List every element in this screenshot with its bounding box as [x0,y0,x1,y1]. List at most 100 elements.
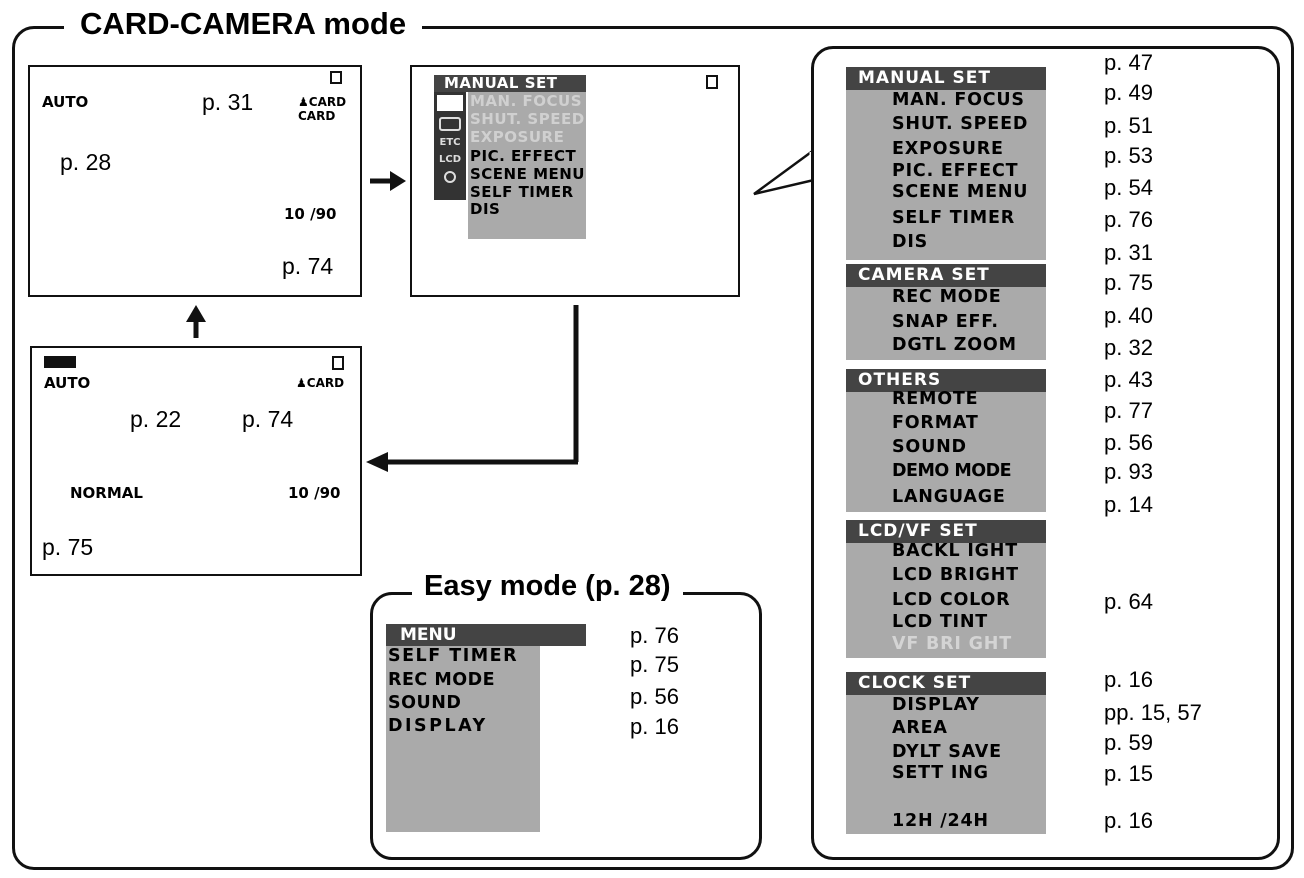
page-ref: p. 56 [1104,430,1153,455]
page-ref: p. 49 [1104,80,1153,105]
menu-item: DISPLAY [892,695,980,715]
menu-header-manual-set: MANUAL SET [846,67,1046,90]
frame-counter: 10 /90 [288,484,341,502]
page-ref: p. 53 [1104,143,1153,168]
menu-item: EXPOSURE [892,139,1004,159]
menu-item: SELF TIMER [892,208,1016,228]
easy-menu-bg [386,646,540,832]
menu-item: 12H /24H [892,811,989,831]
manual-set-bg [846,90,1046,260]
quality-label: NORMAL [70,484,143,502]
screen-manual-set-menu: MANUAL SET ETC LCD MAN. FOCUS SHUT. SPEE… [410,65,740,297]
easy-menu-header: MENU [386,624,586,646]
page-ref: p. 28 [60,149,112,175]
page-ref: p. 31 [1104,240,1153,265]
page-ref: p. 59 [1104,730,1153,755]
menu-item: SELF TIMER [388,646,519,666]
page-ref: p. 54 [1104,175,1153,200]
battery-icon [44,356,76,368]
menu-item: DIS [470,200,501,218]
lcd-icon: LCD [438,154,461,165]
diagram-title: CARD-CAMERA mode [64,6,423,42]
easy-mode-title: Easy mode (p. 28) [412,570,683,603]
menu-tab-column: ETC LCD [434,92,466,200]
lcd-vf-bg [846,542,1046,658]
screen-card-camera: AUTO p. 31 ♟CARD CARD p. 28 10 /90 p. 74 [28,65,362,297]
menu-item: SOUND [892,437,967,457]
page-ref: p. 75 [42,534,94,560]
clock-set-bg [846,694,1046,834]
menu-item: SETT ING [892,763,989,783]
page-ref: p. 76 [630,623,679,648]
screen-card-status: AUTO p. 22 ♟CARD p. 74 NORMAL 10 /90 p. … [30,346,362,576]
page-ref: p. 14 [1104,492,1153,517]
menu-header-camera-set: CAMERA SET [846,264,1046,287]
page-ref: p. 51 [1104,113,1153,138]
card-indicator: ♟CARD CARD [298,95,347,123]
menu-item: VF BRI GHT [892,634,1012,654]
menu-item: REC MODE [388,670,496,690]
camera-icon [437,95,463,111]
page-ref: p. 75 [630,652,679,677]
frame-counter: 10 /90 [284,205,337,223]
page-ref: pp. 15, 57 [1104,700,1202,725]
card-icon [706,75,718,89]
menu-item: SHUT. SPEED [892,114,1029,134]
menu-item: LCD BRIGHT [892,565,1019,585]
menu-item: LCD COLOR [892,590,1011,610]
menu-item: DGTL ZOOM [892,335,1017,355]
page-ref: p. 43 [1104,367,1153,392]
menu-item: SHUT. SPEED [470,110,585,128]
menu-item: SNAP EFF. [892,312,999,332]
camera-set-icon [439,117,461,131]
page-ref: p. 77 [1104,398,1153,423]
page-ref: p. 76 [1104,207,1153,232]
person-icon: ♟ [298,95,309,109]
page-ref: p. 74 [282,253,334,279]
page-ref: p. 74 [242,406,294,432]
clock-icon [444,171,456,183]
menu-header: MANUAL SET [434,75,586,92]
auto-label: AUTO [42,93,89,111]
menu-header-others: OTHERS [846,369,1046,392]
menu-item: DEMO MODE [892,461,1012,481]
page-ref: p. 16 [1104,808,1153,833]
page-ref: p. 15 [1104,761,1153,786]
page-ref: p. 32 [1104,335,1153,360]
menu-header-lcd-vf-set: LCD/VF SET [846,520,1046,543]
page-ref: p. 22 [130,406,182,432]
card-icon [330,71,342,84]
menu-item: REC MODE [892,287,1002,307]
menu-item: SOUND [388,693,462,713]
page-ref: p. 16 [630,714,679,739]
menu-item: LANGUAGE [892,487,1006,507]
menu-item: DISPLAY [388,716,488,736]
page-ref: p. 56 [630,684,679,709]
page-ref: p. 75 [1104,270,1153,295]
person-icon: ♟ [296,376,307,390]
menu-item: DIS [892,232,929,252]
page-ref: p. 40 [1104,303,1153,328]
menu-item: REMOTE [892,389,979,409]
card-camera-frame [12,26,1294,870]
menu-item: PIC. EFFECT [892,161,1019,181]
etc-icon: ETC [439,137,461,148]
others-bg [846,390,1046,512]
menu-item: DYLT SAVE [892,742,1002,762]
menu-header-clock-set: CLOCK SET [846,672,1046,695]
page-ref: p. 93 [1104,459,1153,484]
auto-label: AUTO [44,374,91,392]
page-ref: p. 64 [1104,589,1153,614]
card-indicator: ♟CARD [296,376,345,390]
page-ref: p. 16 [1104,667,1153,692]
menu-item: AREA [892,718,948,738]
menu-item: SELF TIMER [470,183,574,201]
menu-item: PIC. EFFECT [470,147,577,165]
menu-item: MAN. FOCUS [892,90,1025,110]
camera-set-bg [846,286,1046,360]
menu-panel [468,91,586,239]
menu-item: MAN. FOCUS [470,92,582,110]
menu-item: BACKL IGHT [892,541,1018,561]
menu-item: FORMAT [892,413,979,433]
page-ref: p. 47 [1104,50,1153,75]
